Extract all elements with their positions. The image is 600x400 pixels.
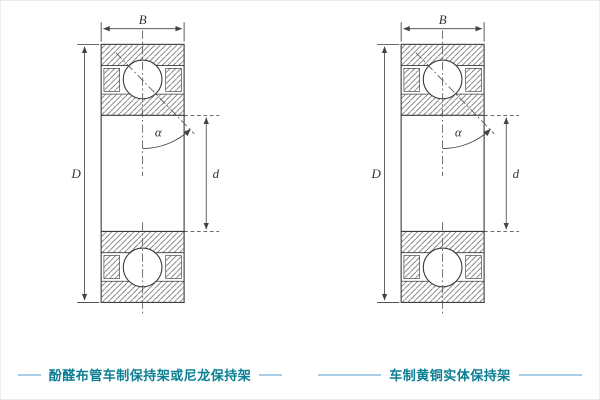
caption-row: 酚醛布管车制保持架或尼龙保持架 [18,365,283,384]
caption-row: 车制黄铜实体保持架 [318,365,583,384]
figure-brass-solid-cage: B D d α 车制黄铜实体保持架 [300,0,600,400]
caption-rule-right [259,373,283,376]
caption-text: 酚醛布管车制保持架或尼龙保持架 [48,368,252,383]
bearing-cross-section-diagram-right: B D d α [371,13,556,321]
caption-text: 车制黄铜实体保持架 [389,368,511,383]
dim-label-outer-diameter-D: D [371,167,382,181]
figure-phenolic-nylon-cage: B D d α 酚醛布管车制保持架或尼龙保持架 [18,13,283,384]
dim-label-contact-angle-alpha: α [155,126,162,140]
dim-label-outer-diameter-D: D [71,167,82,181]
caption-rule-left [318,373,382,376]
caption-rule-right [518,373,583,376]
dim-label-width-B: B [439,13,447,27]
dim-label-width-B: B [139,13,147,27]
dim-label-contact-angle-alpha: α [455,126,462,140]
dim-label-bore-diameter-d: d [513,167,520,181]
dim-label-bore-diameter-d: d [213,167,220,181]
bearing-cross-section-diagram-left: B D d α [71,13,256,321]
caption-rule-left [18,373,41,376]
